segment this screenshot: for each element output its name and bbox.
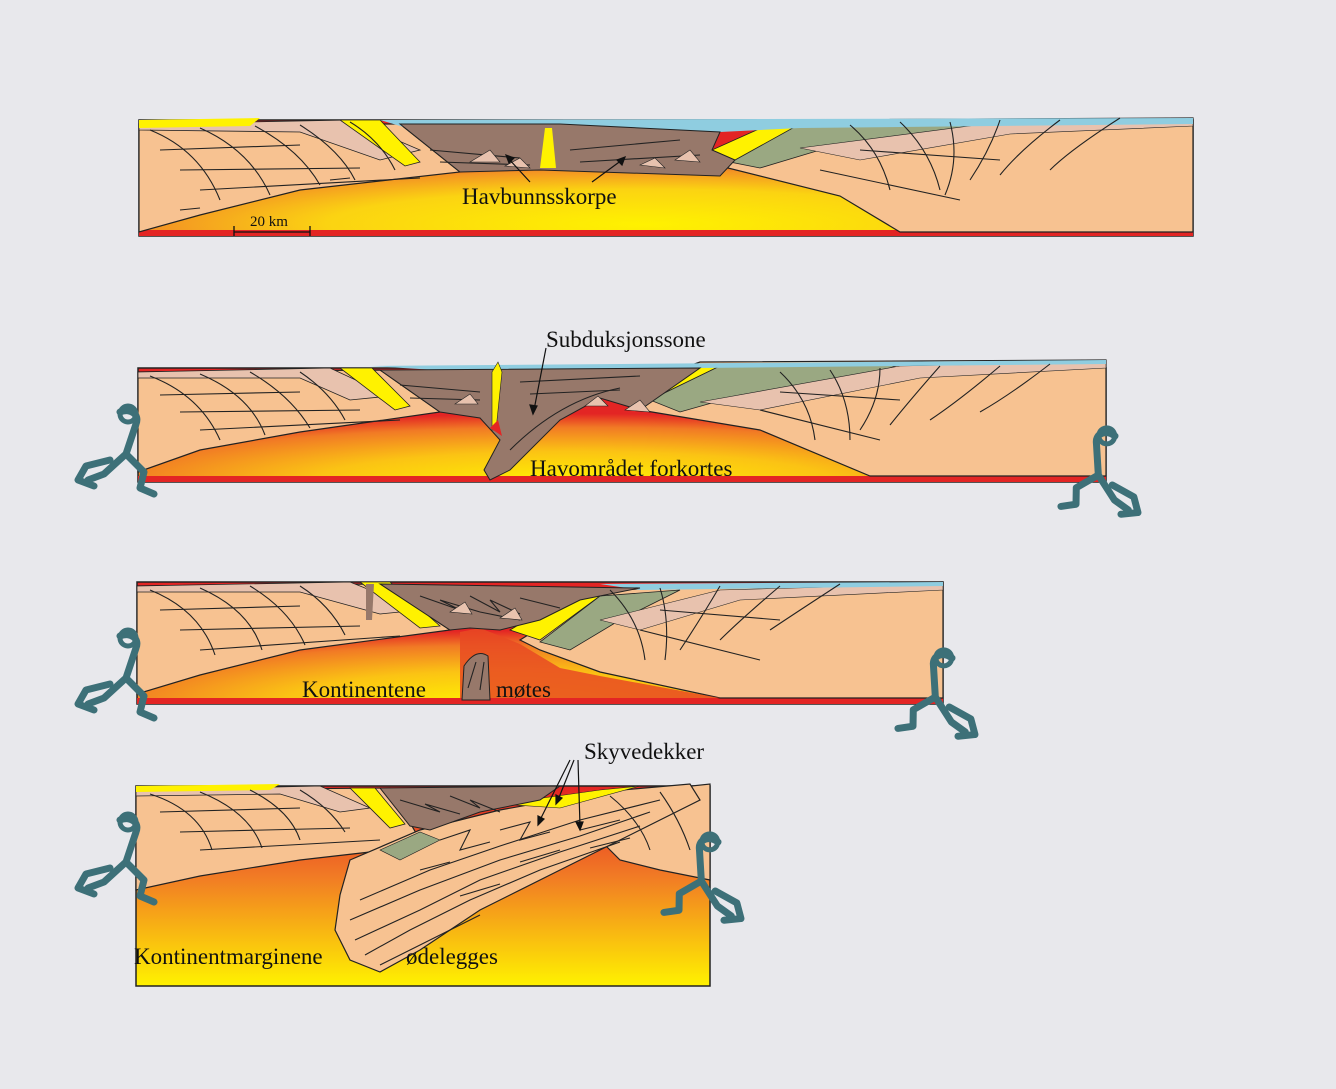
panel-3-label-left: Kontinentene <box>302 677 426 702</box>
panel-4-label-left: Kontinentmarginene <box>134 944 323 969</box>
panel-3-sea <box>600 582 943 590</box>
panel-3-base <box>137 698 943 704</box>
panel-2-pods <box>454 393 651 413</box>
panel-3-sediment-left <box>136 581 421 615</box>
panel-4-sediment-yellow-left <box>349 787 406 829</box>
panel-2-sediment-yellow-left <box>338 367 411 411</box>
panel-1-ocean-basin: Havbunnsskorpe 20 km <box>138 117 1194 237</box>
panel-4-sediment-yellow-right <box>499 785 641 809</box>
panel-2-faults <box>149 363 1051 451</box>
panel-4-sediment-left <box>135 785 372 813</box>
panel-2-base <box>138 476 1106 482</box>
panel-2-subduction: Subduksjonssone Havområdet forkortes <box>78 327 1157 526</box>
panel-3-dyke <box>366 584 374 620</box>
panel-1-arrows <box>504 153 627 183</box>
panel-2-magma <box>490 420 502 436</box>
scale-bar: 20 km <box>233 214 311 236</box>
panel-4-thrust-sheets: Skyvedekker Kontinentmarginene ødelegges <box>78 739 760 987</box>
panel-3-faults <box>149 583 841 691</box>
panel-1-base <box>139 230 1193 236</box>
panel-2-callout-arrow <box>529 347 547 416</box>
panel-4-callout-arrows <box>537 759 584 832</box>
panel-3-ocean-crust <box>378 583 641 631</box>
panel-4-callout: Skyvedekker <box>584 739 704 764</box>
panel-3-collision: Kontinentene møtes <box>78 581 994 748</box>
panel-3-pods <box>449 601 523 621</box>
panel-3-hot-zone <box>460 628 720 698</box>
panel-3-sediment-yellow-left <box>358 581 441 629</box>
panel-4-sediment-yellow-top <box>136 784 280 792</box>
panel-2-label: Havområdet forkortes <box>530 456 733 481</box>
panel-1-faults <box>149 117 1121 211</box>
panel-2-volcano <box>491 361 503 431</box>
panel-1-sediment-yellow-top <box>139 118 260 128</box>
panel-2-callout: Subduksjonssone <box>546 327 706 352</box>
panel-1-pods <box>468 149 701 169</box>
panel-4-ocean-crust <box>378 785 562 831</box>
panel-1-label: Havbunnsskorpe <box>462 184 617 209</box>
panel-4-faults <box>149 789 691 966</box>
panel-4-label-right: ødelegges <box>406 944 498 969</box>
panel-3-label-right: møtes <box>496 677 551 702</box>
scale-bar-label: 20 km <box>250 214 288 230</box>
panel-1-ridge-magma <box>540 128 556 168</box>
panel-2-sediment-left <box>137 367 392 401</box>
